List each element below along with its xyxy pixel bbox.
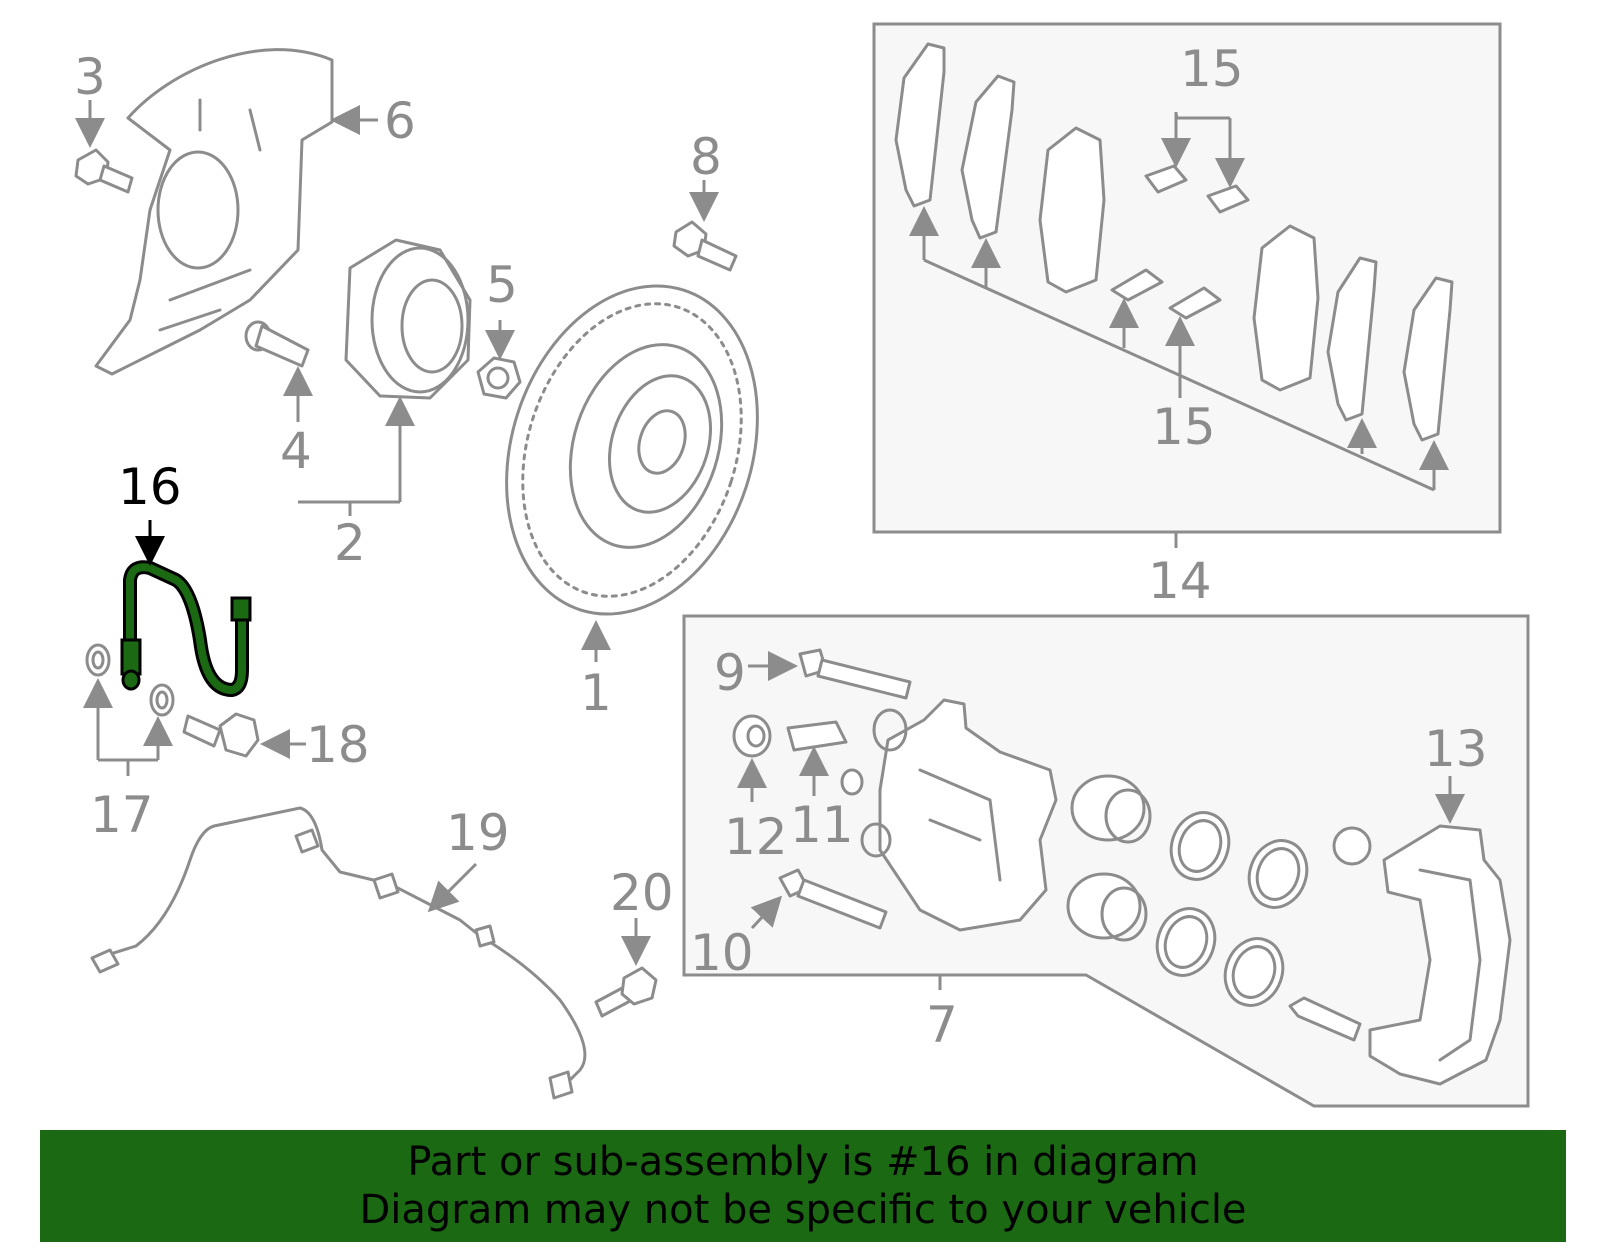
banner-line-disclaimer: Diagram may not be specific to your vehi…	[359, 1187, 1247, 1233]
nut-5	[476, 320, 522, 400]
callout-7: 7	[926, 996, 958, 1054]
bolt-8	[672, 180, 738, 272]
pad-kit-leaders	[909, 206, 1449, 548]
callout-15-top: 15	[1180, 40, 1244, 98]
callout-2: 2	[334, 514, 366, 572]
pad-clips-15	[1109, 112, 1250, 398]
callout-8: 8	[690, 128, 722, 186]
callout-6: 6	[384, 92, 416, 150]
callout-18: 18	[306, 716, 370, 774]
callout-4: 4	[280, 422, 312, 480]
pad-shims	[894, 42, 1454, 442]
callout-10: 10	[690, 924, 754, 982]
caliper-bolts	[748, 648, 912, 930]
callout-17: 17	[90, 786, 154, 844]
callout-14: 14	[1148, 552, 1212, 610]
abs-sensor-19	[90, 806, 587, 1100]
caliper-pistons	[1066, 774, 1152, 942]
callout-16: 16	[118, 458, 182, 516]
callout-13: 13	[1424, 720, 1488, 778]
callout-19: 19	[446, 804, 510, 862]
dust-shield	[94, 48, 378, 376]
callout-3: 3	[74, 48, 106, 106]
wheel-stud-4	[244, 320, 313, 422]
caliper-bracket-13	[1368, 776, 1512, 1086]
brake-pads	[1038, 126, 1320, 392]
brake-hose-16	[120, 520, 252, 697]
callout-9: 9	[714, 644, 746, 702]
callout-11: 11	[790, 796, 854, 854]
callout-20: 20	[610, 864, 674, 922]
bolt-3	[74, 100, 134, 194]
caliper-small-parts	[732, 714, 864, 802]
callout-1: 1	[580, 664, 612, 722]
washers-17	[83, 643, 175, 776]
brake-rotor-1	[505, 284, 759, 662]
banner-line-part: Part or sub-assembly is #16 in diagram	[407, 1139, 1199, 1185]
banjo-bolt-18	[182, 712, 306, 759]
hub-bearing-2	[298, 238, 472, 516]
bolt-20	[594, 918, 658, 1018]
part-info-banner: Part or sub-assembly is #16 in diagram D…	[40, 1130, 1566, 1242]
caliper-housing	[860, 698, 1058, 932]
caliper-seals	[1155, 811, 1372, 1042]
callout-15-bottom: 15	[1152, 398, 1216, 456]
callout-12: 12	[724, 808, 788, 866]
callout-5: 5	[486, 256, 518, 314]
